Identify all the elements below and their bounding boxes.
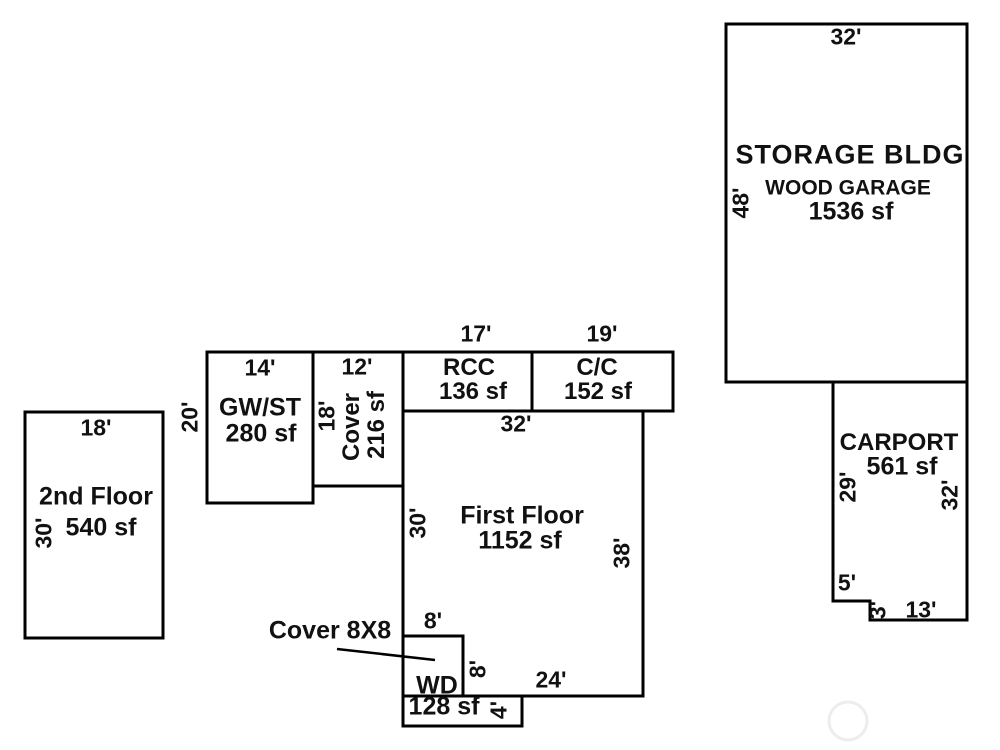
storage-subtitle: WOOD GARAGE [765, 176, 931, 200]
carport-step-down-dim: 3' [864, 600, 891, 620]
gw-st-name: GW/ST [219, 393, 301, 422]
cover-left-dim: 18' [313, 400, 340, 432]
wood-deck-area: 128 sf [408, 692, 480, 721]
wood-deck-outline [401, 694, 524, 728]
storage-name: STORAGE BLDG [735, 139, 965, 170]
first-floor-right-dim: 38' [608, 537, 635, 569]
carport-name: CARPORT [839, 429, 959, 456]
cc-top-dim: 19' [586, 320, 618, 347]
cover-8x8-label: Cover 8X8 [268, 616, 392, 645]
storage-left-dim: 48' [727, 187, 754, 219]
carport-outline [831, 380, 969, 622]
cover-area: 216 sf [363, 390, 390, 460]
watermark-circle [827, 700, 869, 742]
carport-right-dim: 32' [936, 479, 963, 511]
first-floor-area: 1152 sf [478, 526, 562, 555]
carport-left-dim: 29' [834, 471, 861, 503]
first-floor-notch-width-dim: 8' [423, 607, 443, 634]
second-floor-area: 540 sf [65, 513, 137, 542]
rcc-area: 136 sf [438, 378, 508, 405]
gw-st-left-dim: 20' [176, 401, 203, 433]
second-floor-name: 2nd Floor [39, 482, 153, 511]
first-floor-top-dim: 32' [500, 410, 532, 437]
rcc-name: RCC [443, 354, 495, 381]
first-floor-name: First Floor [460, 501, 584, 530]
storage-top-dim: 32' [830, 23, 862, 50]
rcc-top-dim: 17' [460, 320, 492, 347]
second-floor-outline [23, 410, 165, 640]
carport-area: 561 sf [866, 452, 938, 481]
wood-deck-height-dim: 4' [485, 700, 512, 720]
wood-deck-name: WD [416, 671, 458, 700]
cover-name: Cover [338, 392, 365, 462]
second-floor-top-dim: 18' [80, 414, 112, 441]
first-floor-notch-height-dim: 8' [464, 659, 491, 679]
second-floor-left-dim: 30' [30, 517, 57, 549]
cc-area: 152 sf [563, 378, 633, 405]
gw-st-area: 280 sf [225, 419, 297, 448]
cc-name: C/C [576, 354, 618, 381]
carport-step-dim: 5' [837, 569, 857, 596]
gw-st-top-dim: 14' [244, 354, 276, 381]
first-floor-left-dim: 30' [404, 507, 431, 539]
storage-area: 1536 sf [808, 197, 894, 226]
cover-8x8-leader-line [336, 647, 436, 662]
carport-bottom-dim: 13' [905, 596, 937, 623]
first-floor-bottom-dim: 24' [535, 666, 567, 693]
cover-top-dim: 12' [341, 353, 373, 380]
